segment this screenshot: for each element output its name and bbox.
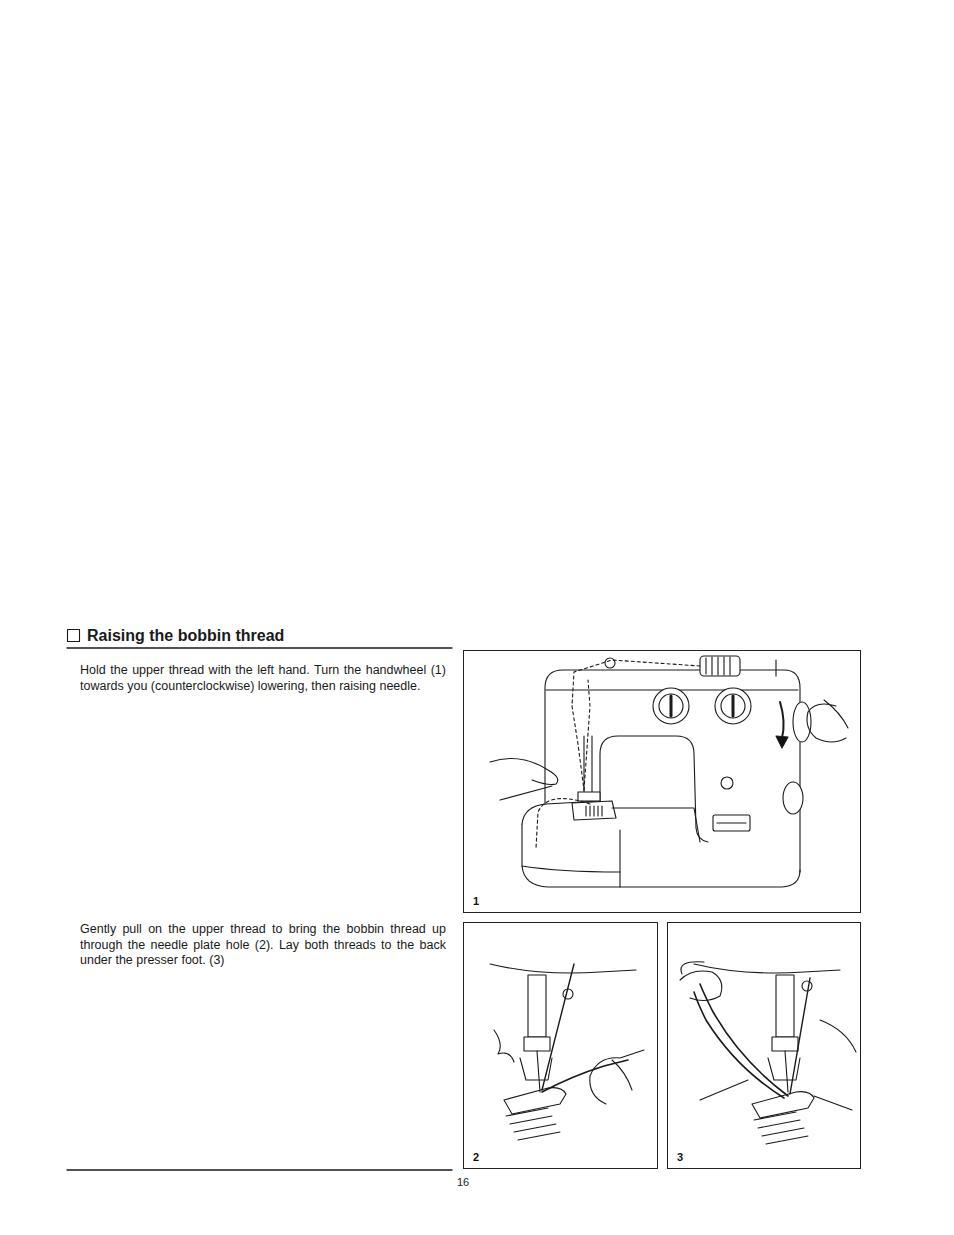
feed-dogs (754, 1112, 808, 1144)
figure-frame: 3 (667, 922, 861, 1169)
leader-line (814, 1096, 852, 1110)
thread-spool (700, 656, 740, 676)
feed-dogs (586, 806, 602, 816)
upper-thread (790, 978, 810, 1094)
rotation-arrow (780, 702, 784, 738)
right-hand (807, 700, 848, 742)
upper-thread (542, 964, 574, 1090)
thread-path (584, 680, 590, 790)
needle-clamp (772, 1037, 798, 1051)
stitch-dial (715, 688, 751, 724)
rule-line (67, 647, 452, 648)
fingers (680, 962, 722, 1001)
thread-guide-screw (802, 981, 812, 991)
laid-thread (700, 984, 788, 1096)
needle (537, 1051, 540, 1092)
figure-frame: 2 (463, 922, 658, 1169)
reverse-button (721, 777, 733, 789)
stitch-dial (670, 696, 673, 716)
thread-guide-screw (563, 989, 573, 999)
figure-number: 2 (473, 1151, 479, 1164)
fingers (590, 1050, 644, 1104)
left-hand (490, 758, 558, 800)
stitch-dial (659, 694, 683, 718)
machine-bed (522, 801, 600, 824)
stitch-dial (653, 688, 689, 724)
presser-bar-lever (494, 1030, 514, 1062)
stitch-window (717, 822, 746, 823)
section-checkbox (68, 630, 80, 642)
figure-number: 3 (677, 1151, 683, 1164)
instruction-text: Gently pull on the upper thread to bring… (80, 922, 446, 969)
needle-bar (776, 975, 794, 1037)
handwheel (793, 702, 811, 742)
rule-line (67, 1169, 452, 1170)
instruction-text: Hold the upper thread with the left hand… (80, 663, 446, 694)
thread-spool (706, 657, 730, 675)
needle-bar (591, 736, 592, 792)
machine-body (545, 670, 800, 872)
machine-arm (600, 736, 708, 842)
machine-head-edge (490, 964, 636, 973)
figure-frame: 1 (463, 650, 861, 913)
thread-guide (605, 658, 615, 668)
figure-number: 1 (473, 895, 479, 908)
section-title: Raising the bobbin thread (87, 626, 284, 646)
stitch-window (713, 815, 750, 831)
machine-head-edge (694, 964, 840, 973)
side-knob (783, 782, 803, 814)
fingers (820, 1020, 856, 1052)
thread-path (572, 660, 700, 790)
stitch-dial (732, 696, 735, 716)
machine-bed (522, 824, 800, 887)
needle-clamp (524, 1037, 550, 1051)
thread-path (536, 799, 590, 848)
bobbin-thread (542, 1060, 628, 1092)
needle (785, 1051, 788, 1092)
needle-plate (572, 801, 616, 820)
stitch-dial (721, 694, 745, 718)
page-number: 16 (445, 1176, 481, 1189)
feed-dogs (506, 1108, 560, 1140)
spool-pin (775, 660, 776, 676)
laid-thread (694, 992, 784, 1098)
machine-bed (522, 866, 620, 872)
rotation-arrow (776, 736, 788, 748)
extension-table-seam (619, 830, 620, 887)
needle-bar (528, 975, 546, 1037)
machine-arm (612, 808, 700, 842)
leader-line (700, 1080, 748, 1100)
presser-foot (578, 792, 600, 801)
